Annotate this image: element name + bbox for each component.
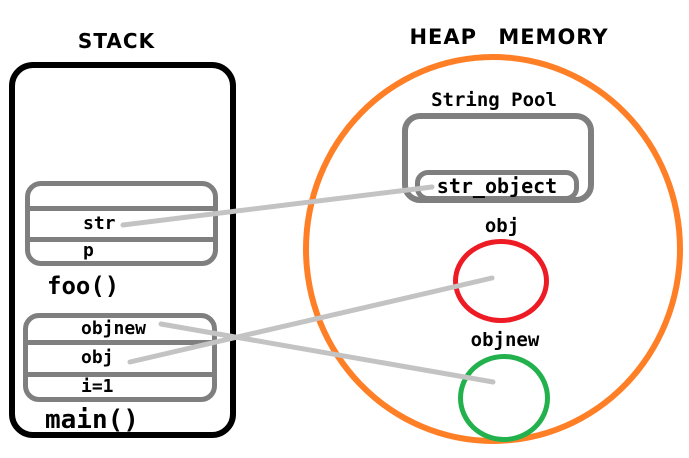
row-label: obj	[81, 347, 114, 369]
objnew-object-circle	[458, 354, 550, 442]
string-pool-label: String Pool	[431, 89, 557, 111]
frame-row-p: p	[30, 236, 213, 262]
obj-object-circle	[453, 239, 549, 323]
heap-title: HEAP MEMORY	[409, 25, 609, 49]
row-label: i=1	[81, 375, 114, 397]
row-label: objnew	[81, 317, 147, 339]
foo-frame-label: foo()	[47, 272, 120, 300]
objnew-object-label: objnew	[470, 329, 540, 351]
foo-stack-frame: str p	[25, 181, 218, 266]
obj-object-label: obj	[484, 215, 520, 237]
str-object-label: str_object	[436, 173, 558, 198]
frame-row-i: i=1	[28, 371, 212, 397]
str-object-box: str_object	[415, 170, 579, 201]
main-stack-frame: objnew obj i=1	[23, 313, 217, 402]
stack-title: STACK	[77, 29, 156, 53]
row-label: p	[83, 240, 94, 262]
main-frame-label: main()	[45, 405, 139, 435]
frame-row-objnew: objnew	[28, 318, 212, 340]
frame-row-empty	[30, 186, 213, 206]
frame-row-obj: obj	[28, 339, 212, 372]
row-label: str	[83, 212, 116, 234]
heap-boundary-circle	[303, 54, 683, 444]
stack-container	[9, 62, 236, 438]
frame-row-str: str	[30, 205, 213, 237]
